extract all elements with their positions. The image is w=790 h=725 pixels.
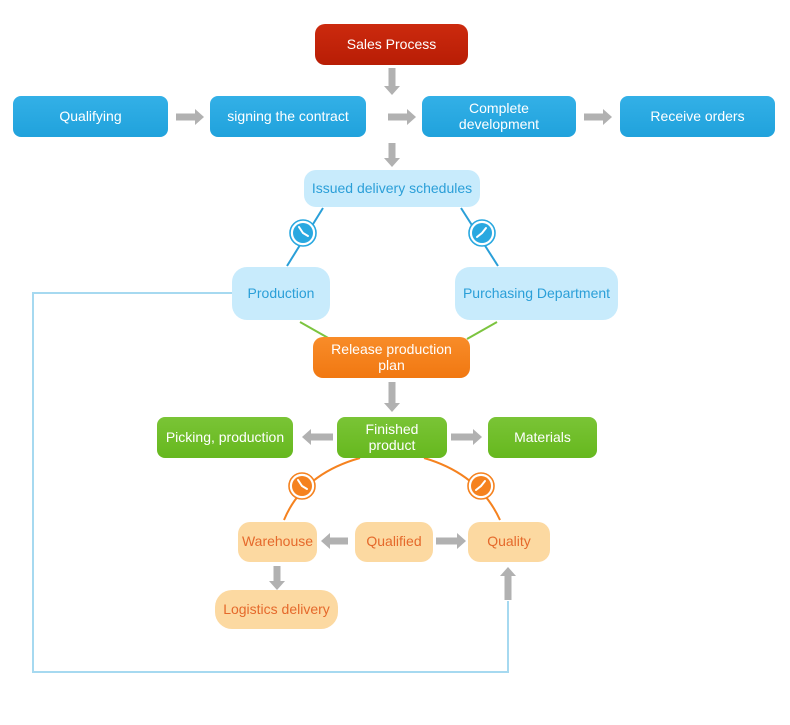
clock-icon [289, 219, 317, 247]
node-finished-product: Finished product [337, 417, 447, 458]
arrow-right-qualifying [176, 109, 204, 125]
node-logistics-delivery: Logistics delivery [215, 590, 338, 629]
node-qualifying: Qualifying [13, 96, 168, 137]
arrow-right-to-quality [436, 533, 466, 549]
connector-purchasing-to-release [466, 321, 498, 340]
arrow-down-to-issued [384, 143, 400, 167]
node-materials: Materials [488, 417, 597, 458]
connector-issued-to-purchasing [460, 207, 499, 267]
gray-arrows [176, 68, 612, 600]
connector-finished-to-quality [423, 457, 501, 521]
node-receive-orders: Receive orders [620, 96, 775, 137]
arrow-down-release [384, 382, 400, 412]
node-qualified: Qualified [355, 522, 433, 562]
clock-icon [468, 219, 496, 247]
arrow-right-to-materials [451, 429, 482, 445]
connector-finished-to-warehouse [283, 457, 361, 521]
arrow-down-sales [384, 68, 400, 95]
clock-icon [467, 472, 495, 500]
node-signing-the-contract: signing the contract [210, 96, 366, 137]
clock-icon [288, 472, 316, 500]
arrow-left-to-picking [302, 429, 333, 445]
node-quality: Quality [468, 522, 550, 562]
node-purchasing-department: Purchasing Department [455, 267, 618, 320]
arrow-down-to-logistics [269, 566, 285, 590]
node-warehouse: Warehouse [238, 522, 317, 562]
arrow-up-to-quality [500, 567, 516, 600]
node-complete-development: Complete development [422, 96, 576, 137]
arrow-left-to-warehouse [321, 533, 348, 549]
arrow-right-signing [388, 109, 416, 125]
node-production: Production [232, 267, 330, 320]
connector-issued-to-production [286, 207, 324, 267]
node-sales-process: Sales Process [315, 24, 468, 65]
arrow-right-complete [584, 109, 612, 125]
node-picking-production: Picking, production [157, 417, 293, 458]
node-issued-delivery-schedules: Issued delivery schedules [304, 170, 480, 207]
node-release-production-plan: Release production plan [313, 337, 470, 378]
